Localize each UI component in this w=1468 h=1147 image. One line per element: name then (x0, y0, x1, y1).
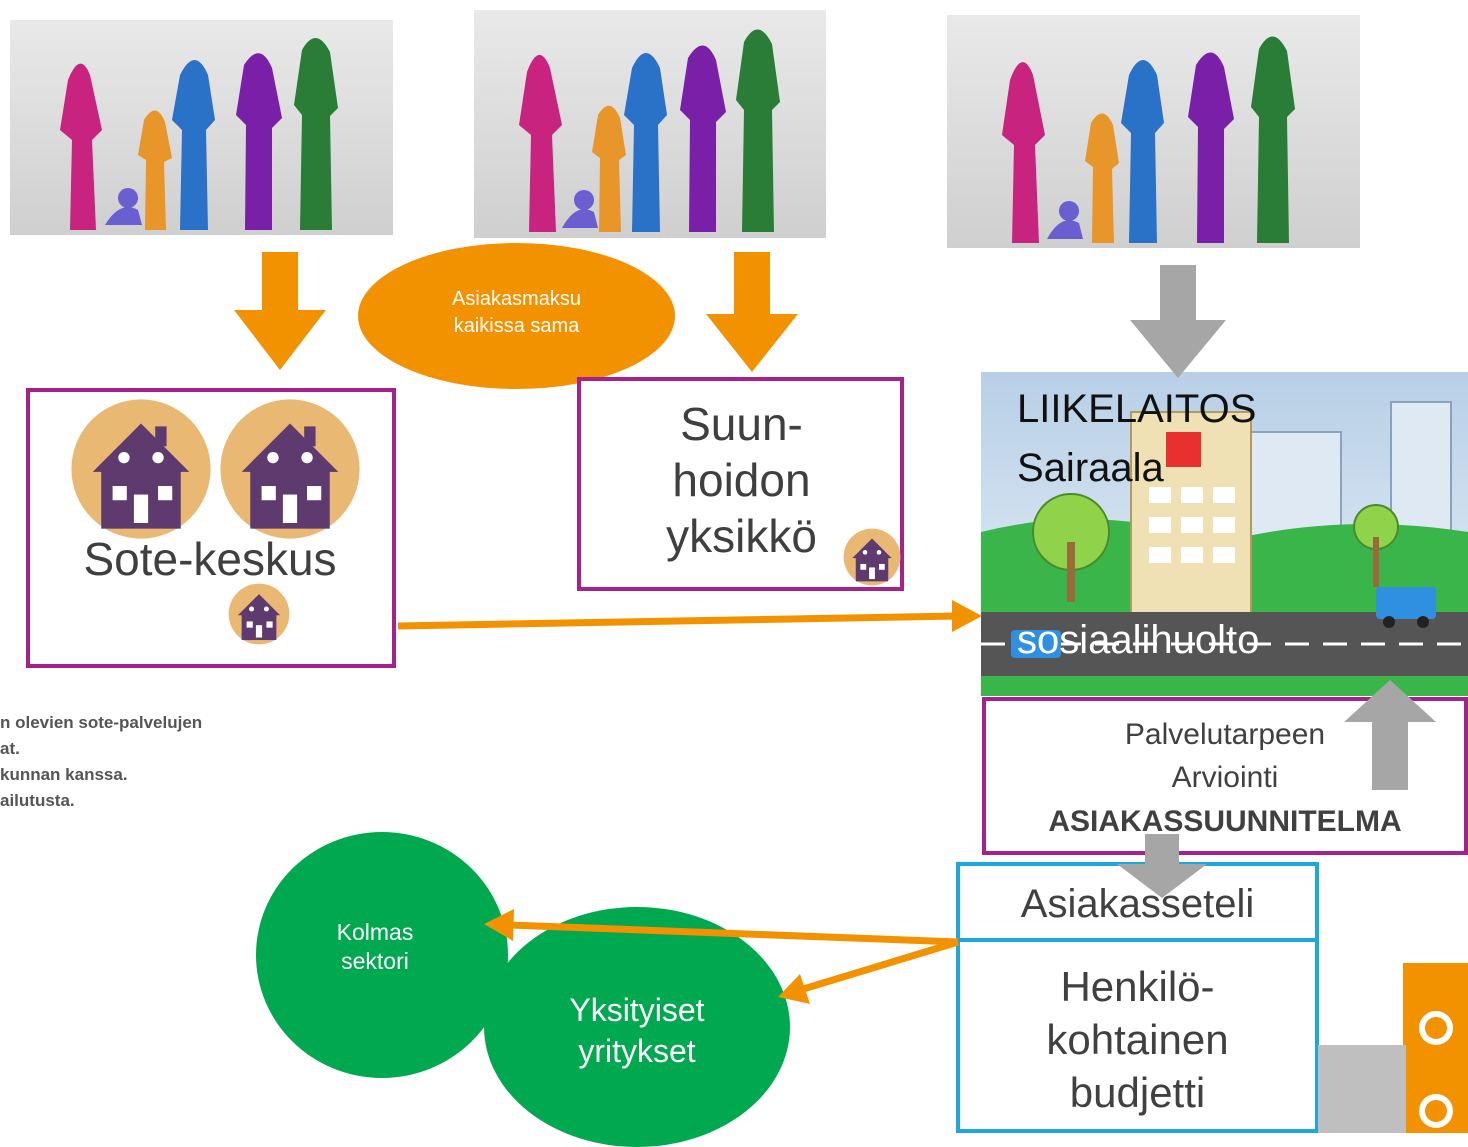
asiakasmaksu-label: Asiakasmaksu kaikissa sama (452, 288, 581, 337)
sairaala-subtitle: Sairaala (1017, 446, 1164, 490)
house-icon (843, 528, 901, 586)
notes-line: at. (0, 739, 20, 758)
notes-line: n olevien sote-palvelujen (0, 713, 203, 732)
orange-down-arrow-suun (706, 252, 798, 372)
house-icon (220, 399, 360, 539)
sote-keskus-title: Sote-keskus (83, 533, 337, 585)
kolmas-sektori-label: Kolmas sektori (336, 919, 414, 974)
people-photo-left (10, 20, 393, 235)
people-silhouettes-icon (60, 37, 338, 230)
henkilokohtainen-budjetti-label: Henkilö- kohtainen budjetti (1046, 963, 1229, 1116)
people-photo-right (947, 15, 1360, 248)
orange-down-arrow-sote (234, 252, 326, 370)
gray-down-arrow-hospital (1130, 265, 1226, 378)
yksityiset-yritykset-circle (484, 907, 790, 1147)
people-silhouettes-icon (519, 29, 780, 233)
orange-arrow-line-to-yksityiset (798, 938, 960, 994)
notes-text: n olevien sote-palvelujen at. kunnan kan… (0, 710, 202, 814)
henkilokohtainen-budjetti-box (956, 938, 1319, 1133)
yksityiset-yritykset-label: Yksityiset yritykset (569, 992, 705, 1069)
suunhoidon-yksikko-title: Suun- hoidon yksikkö (666, 398, 817, 562)
notes-line: kunnan kanssa. (0, 765, 128, 784)
asiakasmaksu-oval (358, 243, 675, 389)
hospital-illustration (981, 372, 1468, 696)
house-icon (228, 583, 290, 645)
people-photo-middle (474, 10, 826, 238)
asiakassuunnitelma-label: ASIAKASSUUNNITELMA (1048, 805, 1402, 838)
hospital-picture: LIIKELAITOS Sairaala sosiaalihuolto (981, 372, 1468, 696)
puzzle-pieces-icon (1318, 963, 1468, 1133)
orange-arrow-line-sote-to-hospital (397, 612, 959, 630)
sosiaalihuolto-label: sosiaalihuolto (1017, 618, 1260, 662)
kolmas-sektori-circle (256, 832, 508, 1078)
liikelaitos-title: LIIKELAITOS (1017, 387, 1257, 431)
house-icon (71, 399, 211, 539)
notes-line: ailutusta. (0, 791, 75, 810)
people-silhouettes-icon (1002, 36, 1295, 244)
orange-arrowhead-hospital (952, 600, 982, 632)
arviointi-label: Arviointi (1171, 761, 1279, 794)
asiakasseteli-label: Asiakasseteli (1020, 882, 1255, 926)
palvelutarpeen-label: Palvelutarpeen (1124, 718, 1326, 751)
